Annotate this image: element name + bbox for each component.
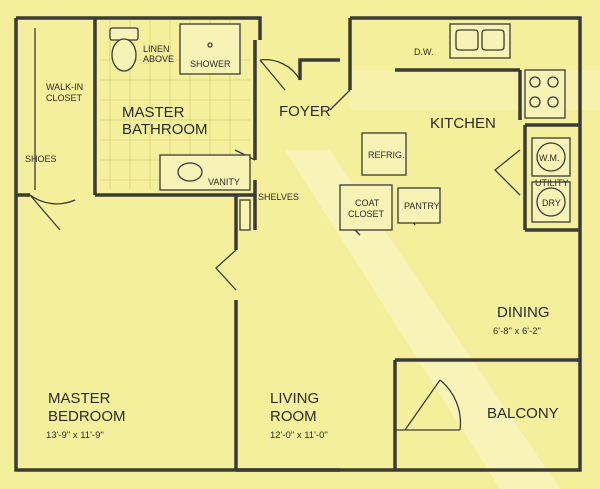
kitchen-label: KITCHEN xyxy=(430,115,496,132)
dry-label: DRY xyxy=(542,198,561,208)
walk-in-closet-line1: WALK-IN xyxy=(46,82,83,92)
coat-closet-line1: COAT xyxy=(355,198,380,208)
refrig-label: REFRIG. xyxy=(368,150,405,160)
vanity-label: VANITY xyxy=(208,177,240,187)
master-bedroom-line1: MASTER xyxy=(48,390,111,407)
foyer-label: FOYER xyxy=(279,103,331,120)
light-glare xyxy=(285,70,600,489)
walls xyxy=(14,16,582,472)
pantry-label: PANTRY xyxy=(404,201,440,211)
shower-label: SHOWER xyxy=(190,59,231,69)
master-bedroom-dim-label: 13'-9" x 11'-9" xyxy=(46,430,104,441)
walk-in-closet-line2: CLOSET xyxy=(46,93,83,103)
utility-label: UTILITY xyxy=(535,178,569,188)
living-room-line1: LIVING xyxy=(270,390,319,407)
wm-label: W.M. xyxy=(539,153,560,163)
balcony-label: BALCONY xyxy=(487,405,559,422)
fixtures xyxy=(34,23,571,231)
dining-label: DINING xyxy=(497,304,550,321)
master-bedroom-line2: BEDROOM xyxy=(48,408,126,425)
master-bathroom-line2: BATHROOM xyxy=(122,121,208,138)
linen-line2: ABOVE xyxy=(143,54,174,64)
dining-dim-label: 6'-8" x 6'-2" xyxy=(493,326,541,337)
master-bathroom-line1: MASTER xyxy=(122,104,185,121)
living-room-line2: ROOM xyxy=(270,408,317,425)
coat-closet-line2: CLOSET xyxy=(348,209,385,219)
shelves-label: SHELVES xyxy=(258,192,299,202)
dw-label: D.W. xyxy=(414,47,434,57)
linen-line1: LINEN xyxy=(143,44,170,54)
living-room-dim-label: 12'-0" x 11'-0" xyxy=(270,430,328,441)
shoes-label: SHOES xyxy=(25,154,57,164)
